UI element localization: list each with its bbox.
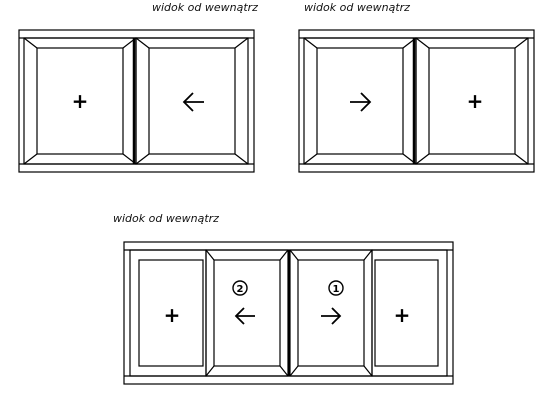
plus-icon: + bbox=[467, 89, 484, 113]
arrow-right-icon bbox=[321, 307, 342, 325]
caption-bottom: widok od wewnątrz bbox=[113, 212, 219, 225]
symbols: + + + 2 1 bbox=[72, 89, 484, 327]
plus-icon: + bbox=[394, 303, 411, 327]
badge-2: 2 bbox=[232, 280, 248, 296]
window-bottom bbox=[123, 241, 454, 385]
window-top-left bbox=[18, 29, 255, 173]
outer-frame bbox=[18, 29, 255, 173]
badge-1: 1 bbox=[328, 280, 344, 296]
caption-top-left: widok od wewnątrz bbox=[152, 1, 258, 14]
arrow-left-icon bbox=[234, 307, 255, 325]
plus-icon: + bbox=[72, 89, 89, 113]
caption-top-right: widok od wewnątrz bbox=[304, 1, 410, 14]
badge-number: 2 bbox=[237, 284, 244, 295]
arrow-left-icon bbox=[182, 92, 204, 112]
badge-number: 1 bbox=[333, 284, 340, 295]
window-top-right bbox=[298, 29, 535, 173]
arrow-right-icon bbox=[350, 92, 372, 112]
plus-icon: + bbox=[164, 303, 181, 327]
